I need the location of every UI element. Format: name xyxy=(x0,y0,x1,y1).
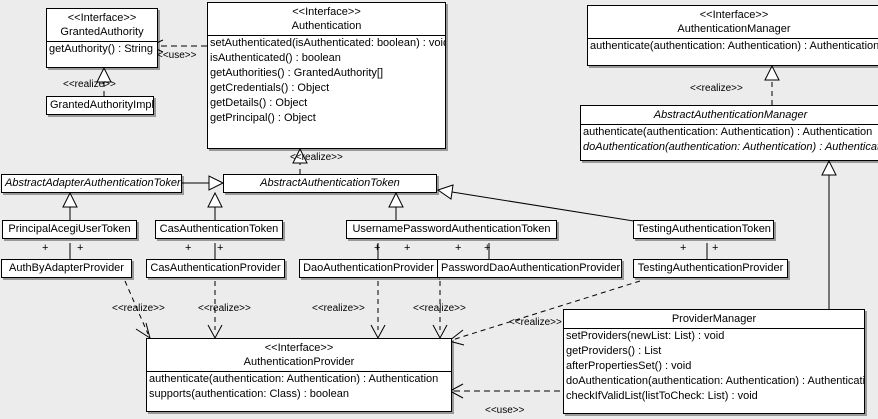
class-granted-authority-impl[interactable]: GrantedAuthorityImpl xyxy=(46,96,154,115)
class-name: PrincipalAcegiUserToken xyxy=(8,223,131,235)
method-item: getProviders() : List xyxy=(566,345,662,357)
association-marker: + xyxy=(217,242,224,254)
class-principal-acegi-user-token[interactable]: PrincipalAcegiUserToken xyxy=(2,220,137,239)
label-realize-testing-provider: <<realize>> xyxy=(509,317,562,328)
association-marker: + xyxy=(712,242,719,254)
class-name: Authentication xyxy=(291,20,362,32)
class-header: <<Interface>> GrantedAuthority xyxy=(47,9,157,42)
class-testing-authentication-provider[interactable]: TestingAuthenticationProvider xyxy=(633,259,788,278)
label-realize-password-dao-provider: <<realize>> xyxy=(413,303,466,314)
class-password-dao-authentication-provider[interactable]: PasswordDaoAuthenticationProvider xyxy=(437,259,622,278)
method-item: afterPropertiesSet() : void xyxy=(566,360,692,372)
class-abstract-authentication-manager[interactable]: AbstractAuthenticationManager authentica… xyxy=(580,105,878,161)
label-realize-granted-authority-impl: <<realize>> xyxy=(63,79,116,90)
association-marker: + xyxy=(185,242,192,254)
class-abstract-adapter-authentication-token[interactable]: AbstractAdapterAuthenticationToken xyxy=(1,174,182,193)
method-item: isAuthenticated() : boolean xyxy=(210,52,341,64)
class-name: GrantedAuthority xyxy=(60,26,144,38)
class-name: AuthByAdapterProvider xyxy=(9,262,124,274)
stereotype-label: <<Interface>> xyxy=(67,12,137,24)
label-realize-cas-provider: <<realize>> xyxy=(198,303,251,314)
class-name: ProviderManager xyxy=(671,313,757,325)
class-authentication-manager[interactable]: <<Interface>> AuthenticationManager auth… xyxy=(587,5,878,66)
method-item: doAuthentication(authentication: Authent… xyxy=(566,375,865,387)
stereotype-label: <<Interface>> xyxy=(292,6,361,18)
method-item: authenticate(authentication: Authenticat… xyxy=(583,126,873,138)
class-name: CasAuthenticationProvider xyxy=(150,262,281,274)
class-provider-manager[interactable]: ProviderManager setProviders(newList: Li… xyxy=(563,309,865,414)
association-marker: + xyxy=(374,242,381,254)
class-name: AbstractAdapterAuthenticationToken xyxy=(5,177,182,189)
label-use-granted-authority: <<use>> xyxy=(157,50,197,61)
association-marker: + xyxy=(42,242,49,254)
class-dao-authentication-provider[interactable]: DaoAuthenticationProvider xyxy=(299,259,438,278)
class-username-password-authentication-token[interactable]: UsernamePasswordAuthenticationToken xyxy=(346,220,557,239)
class-name: GrantedAuthorityImpl xyxy=(50,99,154,111)
class-name: TestingAuthenticationProvider xyxy=(637,262,784,274)
class-authentication[interactable]: <<Interface>> Authentication setAuthenti… xyxy=(207,2,446,149)
label-realize-authentication-token: <<realize>> xyxy=(290,152,343,163)
class-name: TestingAuthenticationToken xyxy=(637,223,771,235)
class-header: <<Interface>> Authentication xyxy=(208,3,445,36)
class-name: UsernamePasswordAuthenticationToken xyxy=(352,223,551,235)
association-marker: + xyxy=(680,242,687,254)
method-item: getAuthority() : String xyxy=(49,43,153,55)
label-realize-auth-by-adapter: <<realize>> xyxy=(112,303,165,314)
class-methods: authenticate(authentication: Authenticat… xyxy=(147,372,451,402)
method-item: checkIfValidList(listToCheck: List) : vo… xyxy=(566,390,758,402)
class-cas-authentication-token[interactable]: CasAuthenticationToken xyxy=(155,220,283,239)
method-item: supports(authentication: Class) : boolea… xyxy=(149,388,349,400)
class-header: <<Interface>> AuthenticationProvider xyxy=(147,339,451,372)
method-item: setProviders(newList: List) : void xyxy=(566,330,725,342)
stereotype-label: <<Interface>> xyxy=(699,9,769,21)
stereotype-label: <<Interface>> xyxy=(264,342,334,354)
method-item: setAuthenticated(isAuthenticated: boolea… xyxy=(210,37,446,49)
class-methods: setAuthenticated(isAuthenticated: boolea… xyxy=(208,36,445,126)
class-header: AbstractAuthenticationManager xyxy=(581,106,878,125)
class-name: CasAuthenticationToken xyxy=(159,223,279,235)
method-item: getDetails() : Object xyxy=(210,97,308,109)
association-marker: + xyxy=(455,242,462,254)
association-marker: + xyxy=(404,242,411,254)
association-marker: + xyxy=(77,242,84,254)
method-item: authenticate(authentication: Authenticat… xyxy=(590,40,878,52)
class-cas-authentication-provider[interactable]: CasAuthenticationProvider xyxy=(146,259,285,278)
class-name: AuthenticationProvider xyxy=(243,356,355,368)
class-authentication-provider[interactable]: <<Interface>> AuthenticationProvider aut… xyxy=(146,338,452,412)
class-header: ProviderManager xyxy=(564,310,864,329)
class-methods: authenticate(authentication: Authenticat… xyxy=(581,125,878,155)
method-item: doAuthentication(authentication: Authent… xyxy=(583,141,878,153)
method-item: getAuthorities() : GrantedAuthority[] xyxy=(210,67,384,79)
method-item: authenticate(authentication: Authenticat… xyxy=(149,373,439,385)
class-methods: authenticate(authentication: Authenticat… xyxy=(588,39,878,54)
method-item: getCredentials() : Object xyxy=(210,82,330,94)
label-use-provider-manager: <<use>> xyxy=(485,405,525,416)
class-name: AbstractAuthenticationToken xyxy=(260,177,400,189)
label-realize-dao-provider: <<realize>> xyxy=(312,303,365,314)
method-item: getPrincipal() : Object xyxy=(210,112,316,124)
class-name: AbstractAuthenticationManager xyxy=(653,109,808,121)
class-name: PasswordDaoAuthenticationProvider xyxy=(441,262,621,274)
class-name: DaoAuthenticationProvider xyxy=(303,262,434,274)
class-header: <<Interface>> AuthenticationManager xyxy=(588,6,878,39)
class-testing-authentication-token[interactable]: TestingAuthenticationToken xyxy=(633,220,774,239)
class-granted-authority[interactable]: <<Interface>> GrantedAuthority getAuthor… xyxy=(46,8,158,68)
class-name: AuthenticationManager xyxy=(677,23,791,35)
class-methods: getAuthority() : String xyxy=(47,42,157,57)
class-abstract-authentication-token[interactable]: AbstractAuthenticationToken xyxy=(223,174,437,193)
label-realize-abstract-auth-manager: <<realize>> xyxy=(690,83,743,94)
class-auth-by-adapter-provider[interactable]: AuthByAdapterProvider xyxy=(1,259,132,278)
class-methods: setProviders(newList: List) : void getPr… xyxy=(564,329,864,404)
association-marker: + xyxy=(484,242,491,254)
